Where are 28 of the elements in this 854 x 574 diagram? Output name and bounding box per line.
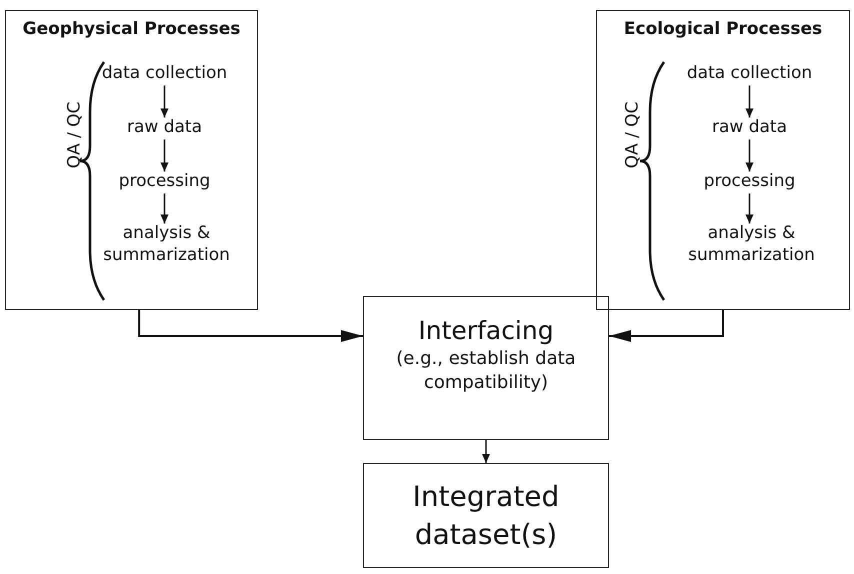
side-label: QA / QC [622, 102, 642, 168]
interfacing-box [363, 296, 609, 440]
arrow [482, 440, 490, 463]
side-label: QA / QC [64, 102, 84, 168]
arrow [746, 86, 754, 118]
box-heading: Integrated dataset(s) [412, 479, 560, 553]
step-label: raw data [684, 116, 814, 142]
box-subtitle: (e.g., establish data compatibility) [395, 347, 577, 395]
step-label: processing [100, 170, 230, 196]
step-label: analysis & summarization [676, 222, 826, 270]
arrow [160, 194, 168, 224]
arrow [746, 194, 754, 224]
step-label: analysis & summarization [92, 222, 242, 270]
step-label: processing [684, 170, 814, 196]
step-label: data collection [684, 62, 814, 88]
arrow [160, 140, 168, 172]
panel-title: Geophysical Processes [22, 18, 242, 41]
step-label: raw data [100, 116, 230, 142]
box-heading: Interfacing [417, 315, 555, 347]
output-box [363, 463, 609, 568]
arrow [746, 140, 754, 172]
arrow [609, 310, 724, 342]
panel-title: Ecological Processes [622, 18, 824, 41]
process-panel [596, 10, 850, 310]
process-panel [5, 10, 258, 310]
arrow [138, 310, 363, 342]
arrow [160, 86, 168, 118]
step-label: data collection [100, 62, 230, 88]
